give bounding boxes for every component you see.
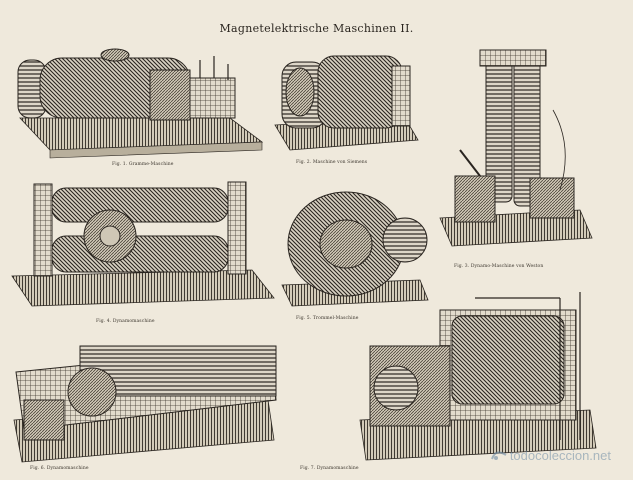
caption-fig-4: Fig. 4. Dynamomaschine — [96, 319, 155, 324]
caption-fig-6: Fig. 6. Dynamomaschine — [30, 466, 89, 471]
fig-7-machine — [359, 292, 597, 461]
todocoleccion-logo-icon — [490, 451, 507, 460]
fig-4-machine — [11, 181, 275, 307]
fig-2-machine — [274, 55, 419, 151]
fig-1-machine — [17, 48, 264, 159]
caption-fig-3: Fig. 3. Dynamo-Maschine von Weston — [454, 264, 544, 269]
caption-fig-5: Fig. 5. Trommel-Maschine — [296, 316, 359, 321]
plate-title: Magnetelektrische Maschinen II. — [219, 22, 414, 35]
caption-fig-7: Fig. 7. Dynamomaschine — [300, 466, 359, 471]
caption-fig-1: Fig. 1. Gramme-Maschine — [112, 162, 174, 167]
fig-6-machine — [13, 345, 277, 463]
fig-5-machine — [281, 191, 429, 307]
caption-fig-2: Fig. 2. Maschine von Siemens — [296, 160, 368, 165]
fig-3-machine — [439, 49, 593, 247]
watermark: todocoleccion.net — [490, 448, 611, 463]
watermark-text: todocoleccion.net — [509, 448, 611, 463]
